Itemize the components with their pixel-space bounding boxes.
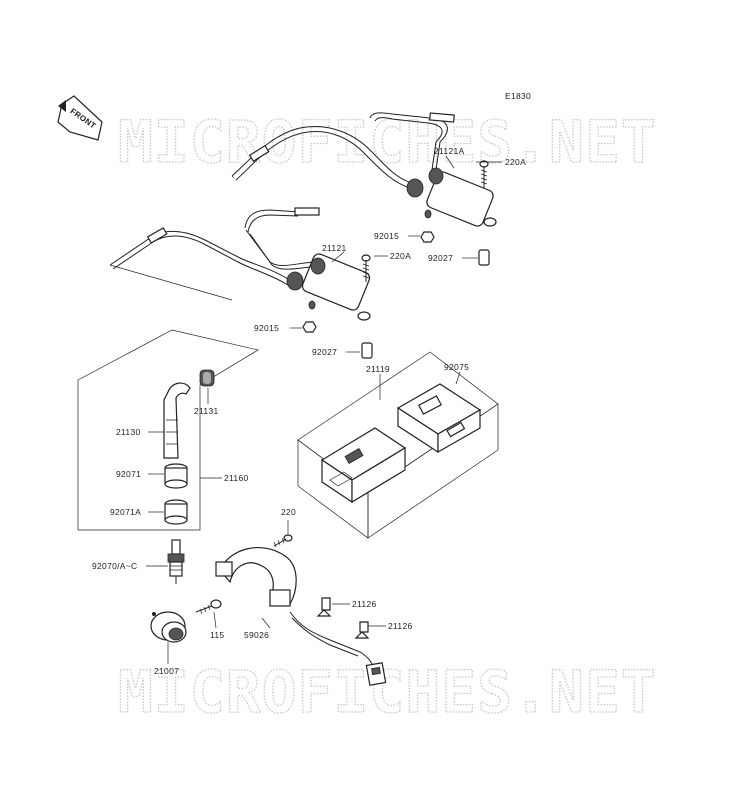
label-21119: 21119 [366,364,390,374]
bolt-220a-middle [361,254,371,282]
watermark-bottom: MICROFICHES.NET [118,658,657,726]
bracket-21126-b [354,621,370,639]
diagram-code: E1830 [505,91,531,101]
label-92071: 92071 [116,469,141,479]
ignition-coil-upper [231,112,497,227]
nut-92015-middle [302,321,317,333]
front-arrow-icon: FRONT [57,95,103,141]
label-92075: 92075 [444,362,469,372]
collar-92027-top [478,249,490,266]
part-labels: 21121A 220A 92015 92027 21121 220A 92015… [92,146,526,676]
label-21121a: 21121A [434,146,465,156]
leader-lines [146,155,502,664]
pickup-coil-59026 [215,547,387,686]
label-21130: 21130 [116,427,141,437]
label-59026: 59026 [244,630,269,640]
seal-92071a [164,499,188,525]
relay-box-92075 [396,383,482,454]
label-220a-top: 220A [505,157,526,167]
bolt-220a-top [479,160,489,188]
leader-lines-coils [109,175,235,301]
spark-plug [167,539,185,584]
seal-92071 [164,463,188,489]
label-21131: 21131 [194,406,219,416]
label-92071a: 92071A [110,507,141,517]
cap-terminal-21131 [199,369,215,387]
label-92015-middle: 92015 [254,323,279,333]
label-21160: 21160 [224,473,249,483]
label-115: 115 [210,630,224,640]
label-21126-b: 21126 [388,621,413,631]
nut-92015-top [420,231,435,243]
label-92027-top: 92027 [428,253,453,263]
watermark-top: MICROFICHES.NET [118,108,657,176]
label-21126-a: 21126 [352,599,377,609]
bolt-220 [273,534,293,548]
collar-92027-middle [361,342,373,359]
bracket-21126-a [316,597,332,617]
label-220: 220 [281,507,296,517]
rotor-cover-21007 [150,611,187,643]
label-21007: 21007 [154,666,179,676]
label-92070-a-c: 92070/A~C [92,561,137,571]
ignition-coil-middle [109,207,371,321]
plug-cap-group-outline [77,329,259,531]
label-220a-middle: 220A [390,251,411,261]
igniter-unit [320,427,407,504]
label-92015-top: 92015 [374,231,399,241]
bolt-115 [195,599,222,615]
plug-cap-21130 [163,382,191,459]
label-21121: 21121 [322,243,347,253]
label-92027-middle: 92027 [312,347,337,357]
